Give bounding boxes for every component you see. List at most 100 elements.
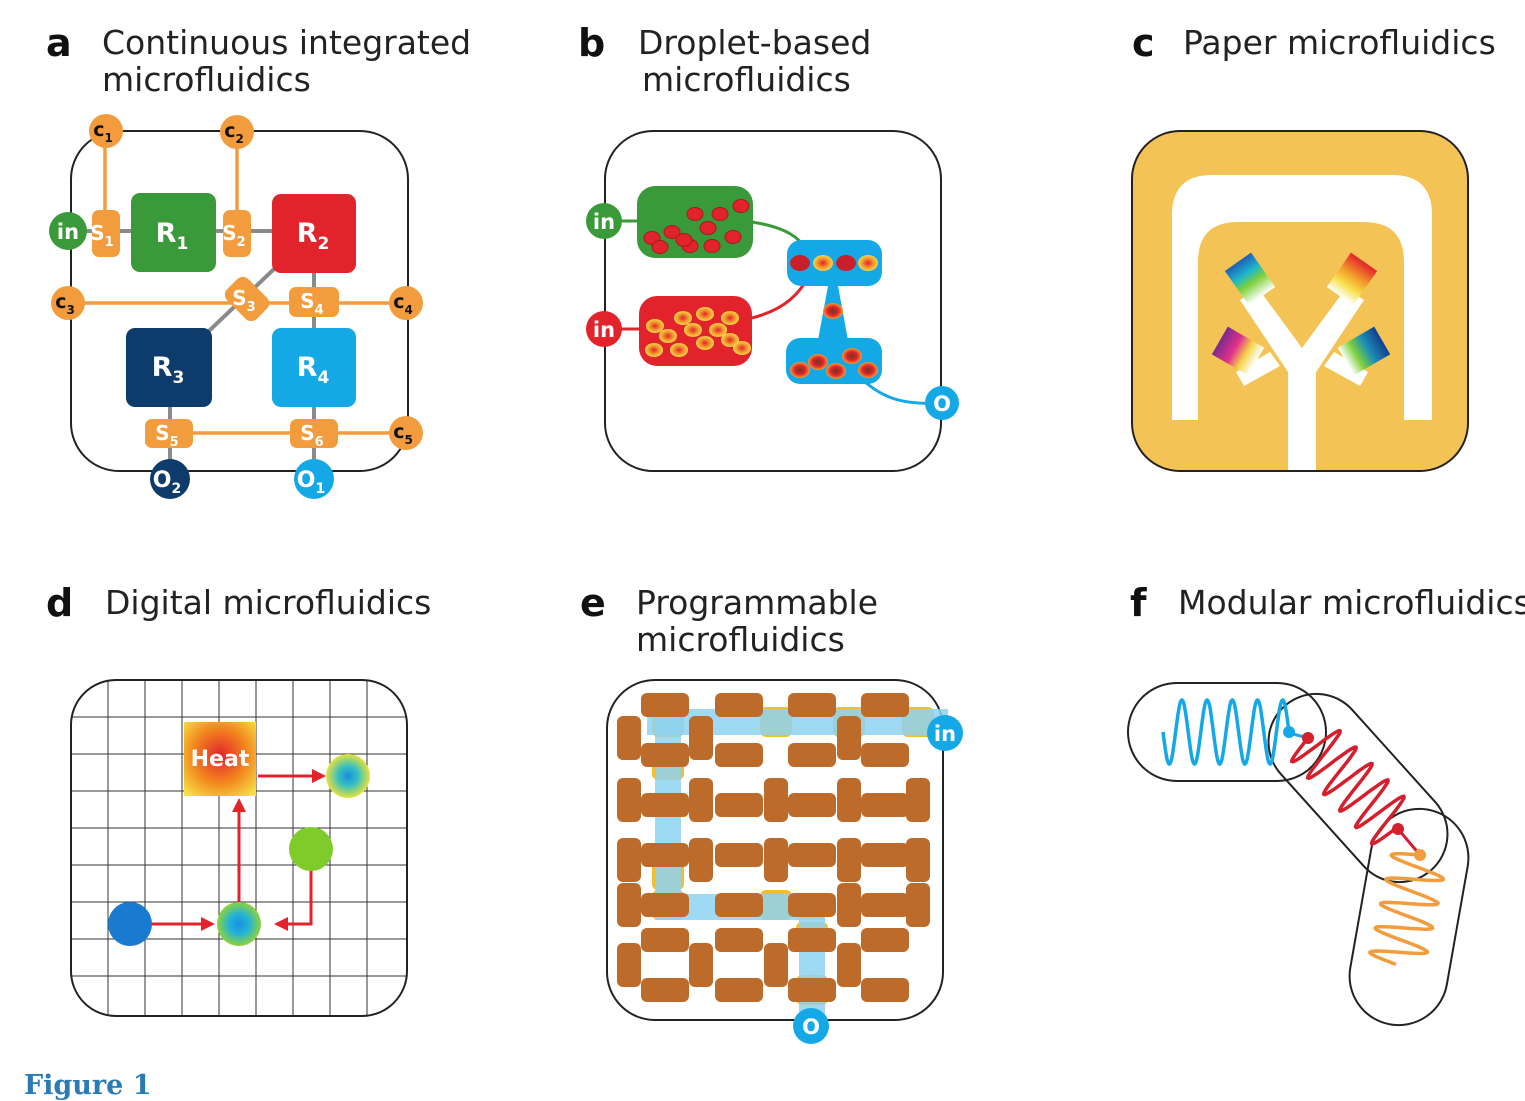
module-1-outline [1127, 682, 1327, 782]
valve-brick-vertical [906, 883, 930, 927]
control-port-c2-label: c2 [224, 120, 244, 146]
reactor-r4-label: R4 [297, 352, 330, 388]
valve-brick-horizontal [641, 928, 689, 952]
programmable-outlet-label: O [802, 1015, 820, 1039]
valve-brick-horizontal [788, 893, 836, 917]
reactor-r2 [272, 194, 356, 273]
valve-s2-label: S2 [222, 221, 245, 250]
valve-brick-horizontal [788, 743, 836, 767]
valve-brick-horizontal [788, 693, 836, 717]
red-cell [686, 207, 704, 221]
valve-brick-horizontal [788, 843, 836, 867]
control-port-c1-label: c1 [93, 119, 113, 145]
valve-s5-label: S5 [155, 421, 178, 450]
valve-brick-vertical [617, 943, 641, 987]
valve-brick-horizontal [715, 793, 763, 817]
valve-brick-horizontal [641, 743, 689, 767]
outlet-port-o2-label: O2 [153, 468, 181, 497]
test-zone-blue [1224, 252, 1276, 306]
droplet-inlet-bottom [586, 311, 622, 347]
panel-d-diagram: Heat [70, 679, 408, 1017]
valve-brick-vertical [837, 943, 861, 987]
cells-green-chamber [643, 199, 750, 254]
encapsulated-droplet [826, 363, 846, 379]
valve-s6 [290, 419, 338, 448]
panel-b-chip-outline [604, 130, 942, 472]
red-cell [711, 207, 729, 221]
reactor-r1-label: R1 [156, 218, 189, 254]
panel-e-chip-outline [606, 679, 944, 1021]
valve-brick-horizontal [641, 893, 689, 917]
test-zone-magenta [1211, 326, 1265, 376]
encapsulated-droplet [823, 303, 843, 319]
droplet-outlet-label: O [933, 392, 951, 416]
panel-b-title-line1: Droplet-based [638, 23, 872, 62]
valve-brick-horizontal [715, 893, 763, 917]
droplet [858, 255, 878, 271]
module-3-channel [1367, 852, 1445, 967]
test-zone-navy [1337, 326, 1391, 376]
programmable-outlet [793, 1008, 829, 1044]
panel-a-diagram: R1 R2 R3 R4 S1 S2 S3 S4 S5 S6 [49, 114, 423, 499]
valve-brick-vertical [689, 778, 713, 822]
red-cell [651, 240, 669, 254]
paper-y-channel [1240, 288, 1364, 470]
valve-s6-label: S6 [300, 421, 323, 450]
module-junction-1 [1283, 726, 1295, 738]
valve-brick-horizontal [715, 693, 763, 717]
droplet-inlet-top-label: in [593, 210, 615, 234]
valve-s4 [289, 287, 339, 317]
valve-s3-label: S3 [232, 286, 255, 315]
valve-brick-vertical [837, 716, 861, 760]
panel-d-letter: d [46, 581, 74, 625]
reactor-r3-label: R3 [152, 352, 185, 388]
programmable-inlet [927, 715, 963, 751]
panel-d-chip-outline [70, 679, 408, 1017]
valve-brick-vertical [906, 838, 930, 882]
panel-a-title-line2: microfluidics [102, 60, 311, 99]
panel-e-letter: e [580, 581, 606, 625]
cells-red-chamber [645, 307, 751, 357]
droplets [790, 255, 878, 379]
valve-brick-vertical [617, 778, 641, 822]
valve-brick-vertical [764, 778, 788, 822]
panel-f-diagram [1127, 682, 1470, 1027]
valve-s4-label: S4 [300, 289, 323, 318]
panel-b-letter: b [578, 21, 606, 65]
reactor-r3 [126, 328, 212, 407]
valve-brick-horizontal [788, 928, 836, 952]
module-1-channel [1161, 697, 1291, 767]
valve-brick-vertical [837, 883, 861, 927]
panel-e-title-line1: Programmable [636, 583, 879, 622]
encapsulated-droplet [808, 354, 828, 370]
inlet-port-label: in [57, 220, 79, 244]
paper-branch-left [1236, 352, 1280, 386]
red-cell [675, 233, 693, 247]
programmable-inlet-label: in [934, 722, 956, 746]
panel-b-title: Droplet-based microfluidics [638, 24, 871, 98]
yellow-cell [670, 343, 688, 357]
valve-s3 [224, 276, 270, 322]
yellow-cell [721, 333, 739, 347]
yellow-cell [674, 311, 692, 325]
panel-f-title: Modular microfluidics [1178, 583, 1525, 622]
panel-e-title-line2: microfluidics [636, 620, 845, 659]
valve-brick-horizontal [861, 743, 909, 767]
valve-brick-vertical [689, 838, 713, 882]
valve-brick-horizontal [788, 978, 836, 1002]
panel-a-letter: a [46, 21, 72, 65]
valve-brick-vertical [764, 943, 788, 987]
valve-brick-vertical [837, 778, 861, 822]
droplet-blue [108, 902, 152, 946]
yellow-cell [696, 336, 714, 350]
test-zone-red [1326, 252, 1378, 306]
valve-brick-vertical [837, 838, 861, 882]
droplet-mixed [217, 902, 261, 946]
panel-b-title-line2: microfluidics [642, 60, 851, 99]
panel-c-title: Paper microfluidics [1183, 23, 1496, 62]
module-junction-2 [1302, 732, 1314, 744]
droplet-channel-lower [786, 338, 882, 384]
valve-brick-vertical [617, 883, 641, 927]
valve-s1 [92, 210, 120, 257]
